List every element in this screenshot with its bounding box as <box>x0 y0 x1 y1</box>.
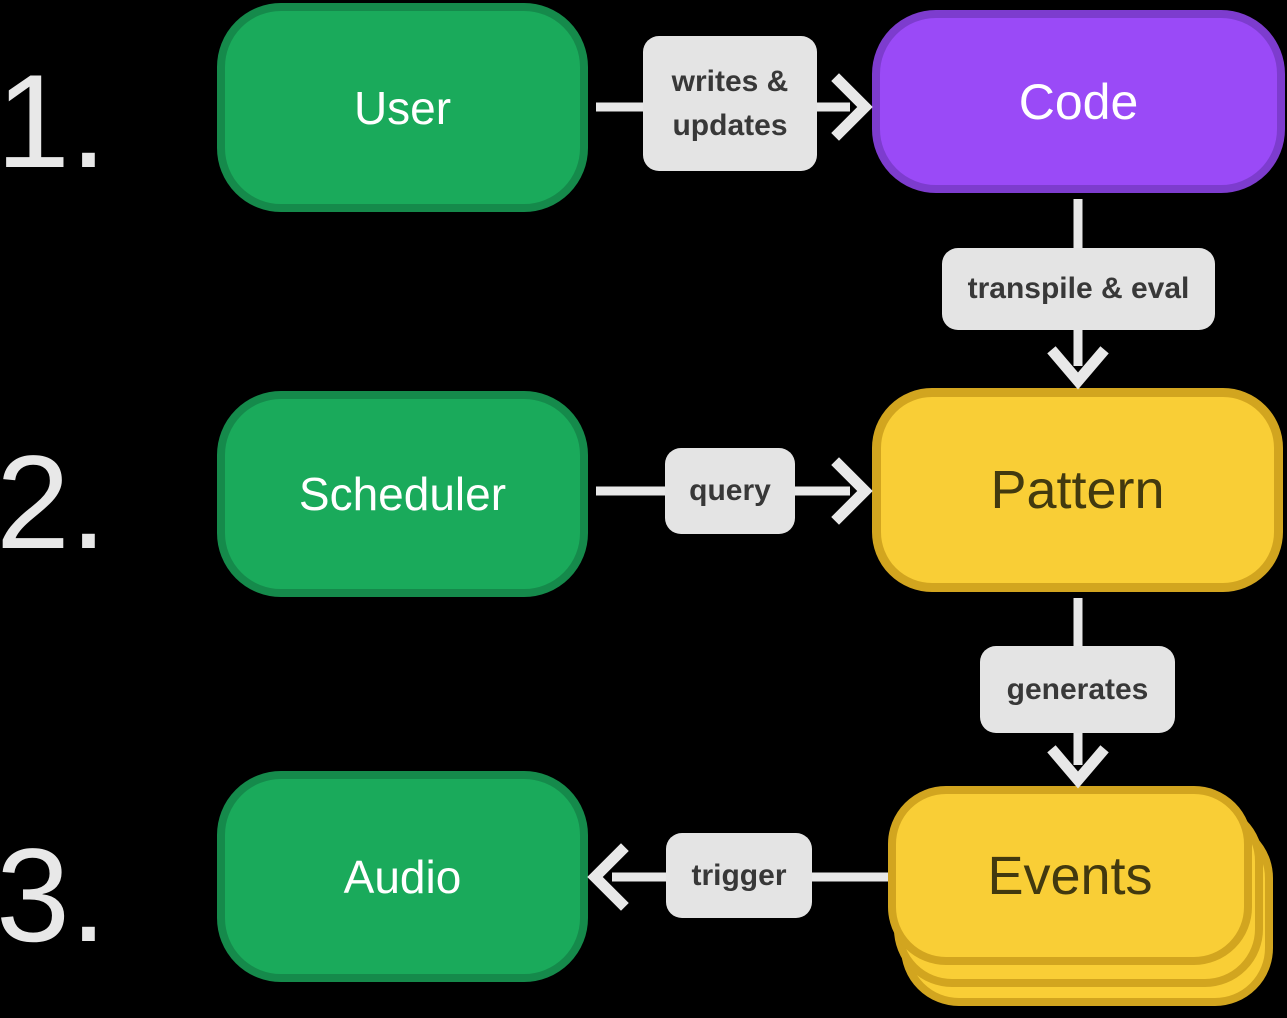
node-audio: Audio <box>217 771 588 982</box>
edge-label-transpile-eval: transpile & eval <box>942 248 1215 330</box>
arrow-head-right-icon <box>831 457 873 525</box>
node-events: Events <box>888 786 1252 965</box>
node-pattern: Pattern <box>872 388 1283 592</box>
edge-label-line: updates <box>672 108 788 142</box>
node-scheduler: Scheduler <box>217 391 588 597</box>
edge-label-trigger: trigger <box>666 833 812 918</box>
node-user: User <box>217 3 588 212</box>
edge-label-line: writes & <box>671 64 789 98</box>
node-code: Code <box>872 10 1285 193</box>
step-number-1: 1. <box>0 48 107 196</box>
step-number-3: 3. <box>0 822 107 970</box>
edge-label-query: query <box>665 448 795 534</box>
edge-label-generates: generates <box>980 646 1175 733</box>
edge-label-writes-updates: writes & updates <box>643 36 817 171</box>
arrow-head-left-icon <box>587 843 629 911</box>
step-number-2: 2. <box>0 429 107 577</box>
arrow-head-right-icon <box>831 73 873 141</box>
arrow-head-down-icon <box>1047 745 1109 789</box>
arrow-head-down-icon <box>1047 346 1109 390</box>
